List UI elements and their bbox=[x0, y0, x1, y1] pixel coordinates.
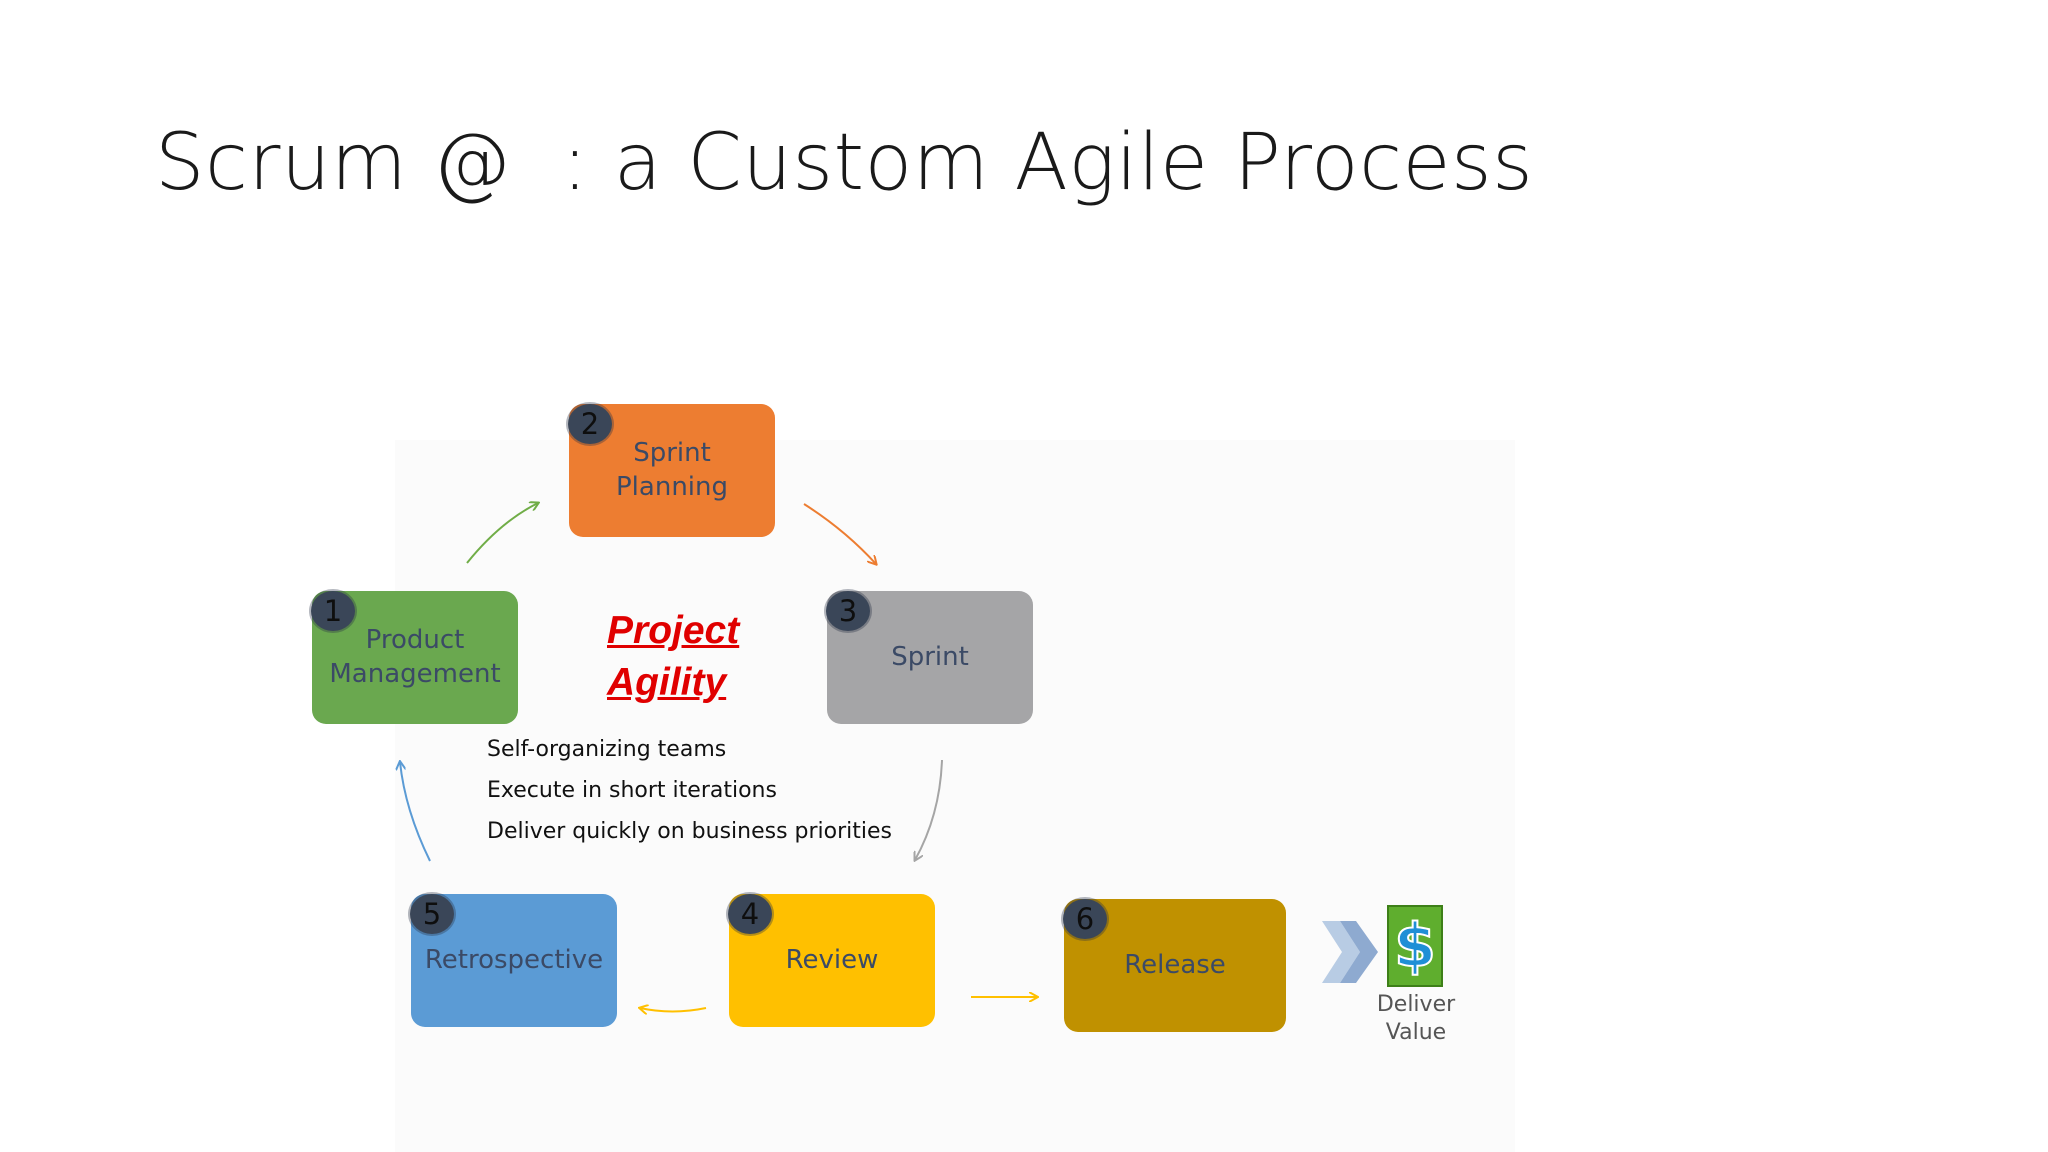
chevron-right-icon bbox=[1322, 921, 1378, 983]
step-label: Retrospective bbox=[424, 944, 604, 975]
step-label: Sprint Planning bbox=[616, 438, 728, 502]
deliver-value: $ Deliver Value bbox=[1318, 905, 1518, 1045]
benefits-list: Self-organizing teams Execute in short i… bbox=[487, 734, 892, 857]
step-number-badge: 3 bbox=[826, 591, 870, 631]
list-item: Deliver quickly on business priorities bbox=[487, 819, 893, 844]
step-sprint-planning: 2 Sprint Planning bbox=[568, 404, 775, 537]
step-number-badge: 4 bbox=[728, 894, 772, 934]
step-release: 6 Release bbox=[1063, 899, 1286, 1032]
diagram-background bbox=[395, 440, 1515, 1152]
dollar-icon: $ bbox=[1387, 905, 1443, 987]
slide-title: Scrum @ : a Custom Agile Process bbox=[155, 118, 1534, 208]
step-number-badge: 6 bbox=[1063, 899, 1107, 939]
step-retrospective: 5 Retrospective bbox=[410, 894, 617, 1027]
step-number-badge: 1 bbox=[311, 591, 355, 631]
step-number-badge: 5 bbox=[410, 894, 454, 934]
step-label: Sprint bbox=[891, 641, 969, 672]
step-label: Release bbox=[1124, 949, 1226, 980]
list-item: Self-organizing teams bbox=[487, 737, 727, 762]
step-product-management: 1 Product Management bbox=[311, 591, 518, 724]
step-review: 4 Review bbox=[728, 894, 935, 1027]
step-label: Product Management bbox=[329, 625, 501, 689]
step-sprint: 3 Sprint bbox=[826, 591, 1033, 724]
project-agility-text: Project Agility bbox=[607, 609, 740, 704]
step-number-badge: 2 bbox=[568, 404, 612, 444]
deliver-value-label: Deliver Value bbox=[1376, 992, 1456, 1045]
list-item: Execute in short iterations bbox=[487, 778, 777, 803]
step-label: Review bbox=[785, 944, 879, 975]
